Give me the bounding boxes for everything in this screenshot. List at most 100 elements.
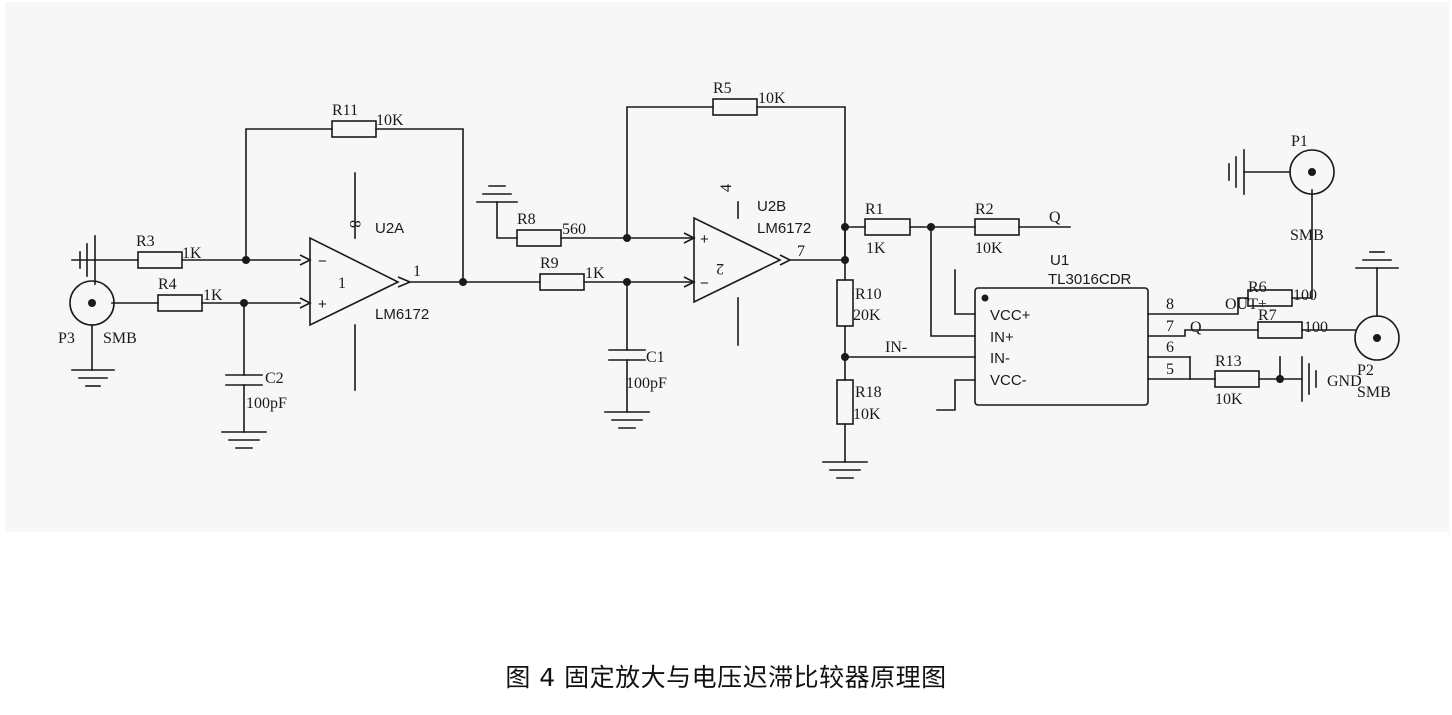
resistor-r8: R8 560	[516, 211, 586, 247]
net-labels: Q IN-	[885, 209, 1061, 356]
opamp-u2a-out-pin: 1	[413, 263, 421, 280]
ground-c2	[221, 431, 267, 449]
opamp-u2b-power-pin: 4	[718, 184, 735, 192]
resistor-r4: R4 1K	[157, 276, 223, 312]
opamp-u2a-plus: +	[318, 296, 327, 313]
ground-p3-bottom	[71, 324, 115, 387]
comparator-u1-label-out: OUT+	[1225, 296, 1267, 313]
resistor-r7: R7 100	[1257, 307, 1328, 339]
opamp-u2b-part: LM6172	[757, 220, 811, 237]
resistor-r6-ref: R6	[1248, 279, 1267, 296]
resistor-r4-value: 1K	[203, 287, 223, 304]
ground-p2	[1355, 251, 1399, 269]
opamp-u2b-plus: +	[700, 231, 709, 248]
ground-p3-left	[71, 235, 96, 285]
resistor-r1: R1 1K	[864, 201, 911, 257]
connector-p3-type: SMB	[103, 330, 137, 347]
comparator-u1-pin5: 5	[1166, 361, 1174, 378]
capacitor-c2: C2 100pF	[225, 370, 287, 412]
comparator-u1-pin-inm: IN-	[990, 350, 1010, 367]
connector-p2-type: SMB	[1357, 384, 1391, 401]
comparator-u1-pin-vccm: VCC-	[990, 372, 1027, 389]
opamp-u2a: − + 1 8 U2A LM6172 1	[299, 220, 429, 327]
capacitor-c1-ref: C1	[646, 349, 665, 366]
junctions	[240, 223, 1284, 383]
resistor-r5-value: 10K	[758, 90, 786, 107]
comparator-u1-ref: U1	[1050, 252, 1069, 269]
opamp-u2b-internal-pin: 2	[716, 260, 724, 277]
connector-p2: P2 SMB	[1354, 315, 1400, 401]
resistor-r13: R13 10K	[1214, 353, 1260, 408]
capacitor-c2-value: 100pF	[246, 395, 287, 412]
resistor-r10-ref: R10	[855, 286, 882, 303]
comparator-u1-label-gnd: GND	[1327, 373, 1362, 390]
resistor-r18-ref: R18	[855, 384, 882, 401]
resistor-r6: R6 100	[1247, 279, 1317, 307]
opamp-u2a-part: LM6172	[375, 306, 429, 323]
resistor-r2-ref: R2	[975, 201, 994, 218]
connector-p1-type: SMB	[1290, 227, 1324, 244]
net-label-q: Q	[1049, 209, 1061, 226]
resistor-r9-ref: R9	[540, 255, 559, 272]
net-label-in-minus: IN-	[885, 339, 907, 356]
resistor-r3-ref: R3	[136, 233, 155, 250]
connector-p2-ref: P2	[1357, 362, 1374, 379]
resistor-r13-value: 10K	[1215, 391, 1243, 408]
resistor-r6-value: 100	[1293, 287, 1317, 304]
ground-r8	[476, 185, 518, 203]
ground-r18	[822, 461, 868, 479]
ground-u1-gnd	[1301, 356, 1317, 402]
comparator-u1-pin7: 7	[1166, 318, 1174, 335]
resistor-r1-value: 1K	[866, 240, 886, 257]
resistor-r18: R18 10K	[836, 379, 882, 425]
connector-p1: P1 SMB	[1289, 133, 1335, 244]
resistor-r10-value: 20K	[853, 307, 881, 324]
capacitor-c2-ref: C2	[265, 370, 284, 387]
opamp-u2b: + − 2 4 U2B LM6172 7	[683, 184, 811, 304]
resistor-r5: R5 10K	[712, 80, 786, 116]
resistor-r9: R9 1K	[539, 255, 605, 291]
opamp-u2a-power-pin: 8	[346, 220, 363, 228]
resistor-r18-value: 10K	[853, 406, 881, 423]
ground-p1	[1228, 149, 1245, 195]
resistor-r11-value: 10K	[376, 112, 404, 129]
resistor-r11: R11 10K	[331, 102, 404, 138]
resistor-r4-ref: R4	[158, 276, 177, 293]
resistor-r9-value: 1K	[585, 265, 605, 282]
schematic-background	[5, 2, 1449, 532]
resistor-r3-value: 1K	[182, 245, 202, 262]
schematic-diagram: P3 SMB P1 SMB P2 SMB R3 1K R4 1K R11 10K…	[5, 2, 1449, 532]
opamp-u2a-minus: −	[318, 253, 327, 270]
resistor-r2-value: 10K	[975, 240, 1003, 257]
resistor-r3: R3 1K	[136, 233, 202, 269]
opamp-u2b-minus: −	[700, 275, 709, 292]
connector-p1-ref: P1	[1291, 133, 1308, 150]
connector-p3: P3 SMB	[58, 280, 137, 347]
resistor-r7-value: 100	[1304, 319, 1328, 336]
figure-caption: 图 4 固定放大与电压迟滞比较器原理图	[505, 663, 947, 692]
resistor-r7-ref: R7	[1258, 307, 1277, 324]
resistor-r10: R10 20K	[836, 279, 882, 327]
resistor-r8-value: 560	[562, 221, 586, 238]
comparator-u1-part: TL3016CDR	[1048, 271, 1132, 288]
resistor-r13-ref: R13	[1215, 353, 1242, 370]
resistor-r2: R2 10K	[974, 201, 1020, 257]
opamp-u2a-ref: U2A	[375, 220, 404, 237]
comparator-u1-pin-inp: IN+	[990, 329, 1014, 346]
resistor-r11-ref: R11	[332, 102, 358, 119]
resistor-r5-ref: R5	[713, 80, 732, 97]
comparator-u1-pin6: 6	[1166, 339, 1174, 356]
comparator-u1-pin8: 8	[1166, 296, 1174, 313]
opamp-u2a-internal-pin: 1	[338, 275, 346, 292]
capacitor-c1-value: 100pF	[626, 375, 667, 392]
comparator-u1-label-q: Q	[1190, 319, 1202, 336]
connector-p3-ref: P3	[58, 330, 75, 347]
comparator-u1-pin-vccp: VCC+	[990, 307, 1031, 324]
capacitor-c1: C1 100pF	[608, 349, 667, 392]
comparator-u1: U1 TL3016CDR VCC+ IN+ IN- VCC- 8 7 6 5 O…	[974, 252, 1362, 406]
opamp-u2b-out-pin: 7	[797, 243, 805, 260]
ground-c1	[604, 411, 650, 429]
resistor-r1-ref: R1	[865, 201, 884, 218]
ground-symbols	[71, 149, 1399, 479]
resistor-r8-ref: R8	[517, 211, 536, 228]
